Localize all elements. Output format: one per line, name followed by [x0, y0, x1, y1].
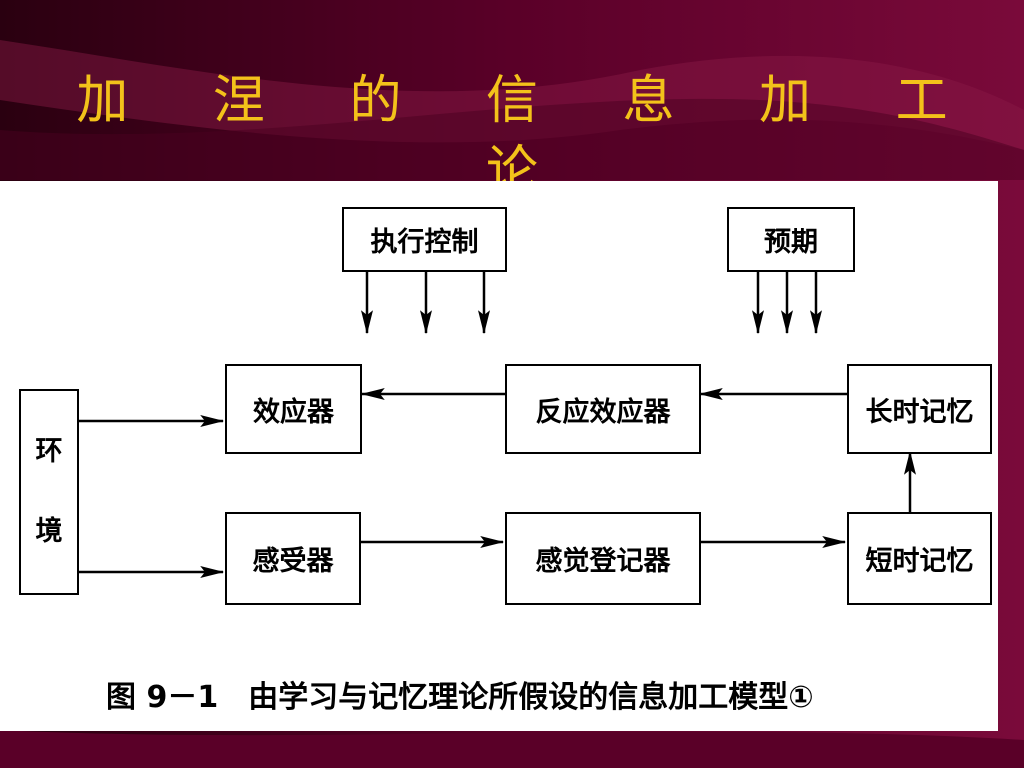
effector-box: 效应器 [225, 364, 362, 454]
slide-title: 加 涅 的 信 息 加 工 论 [76, 71, 982, 201]
receptor-box: 感受器 [225, 512, 361, 605]
information-processing-diagram: 执行控制 预期 环 境 效应器 反应效应器 长时记忆 感受器 感觉登记器 短时记… [0, 181, 998, 731]
diagram-arrows [79, 272, 916, 578]
response-generator-box: 反应效应器 [505, 364, 701, 454]
short-term-memory-box: 短时记忆 [847, 512, 992, 605]
figure-caption: 图 9－1 由学习与记忆理论所假设的信息加工模型① [106, 680, 814, 715]
effector-label: 效应器 [253, 396, 334, 428]
environment-box: 环 境 [19, 389, 79, 595]
environment-label-top: 环 [35, 436, 63, 467]
expectation-box: 预期 [727, 207, 855, 272]
expectation-label: 预期 [764, 227, 818, 258]
short-term-memory-label: 短时记忆 [865, 546, 974, 577]
environment-label-bottom: 境 [35, 516, 63, 547]
response-generator-label: 反应效应器 [535, 396, 671, 428]
sensory-register-box: 感觉登记器 [505, 512, 701, 605]
long-term-memory-box: 长时记忆 [847, 364, 992, 454]
receptor-label: 感受器 [252, 546, 334, 577]
exec-control-label: 执行控制 [370, 227, 479, 258]
sensory-register-label: 感觉登记器 [535, 546, 671, 577]
long-term-memory-label: 长时记忆 [865, 396, 974, 428]
exec-control-box: 执行控制 [342, 207, 507, 272]
